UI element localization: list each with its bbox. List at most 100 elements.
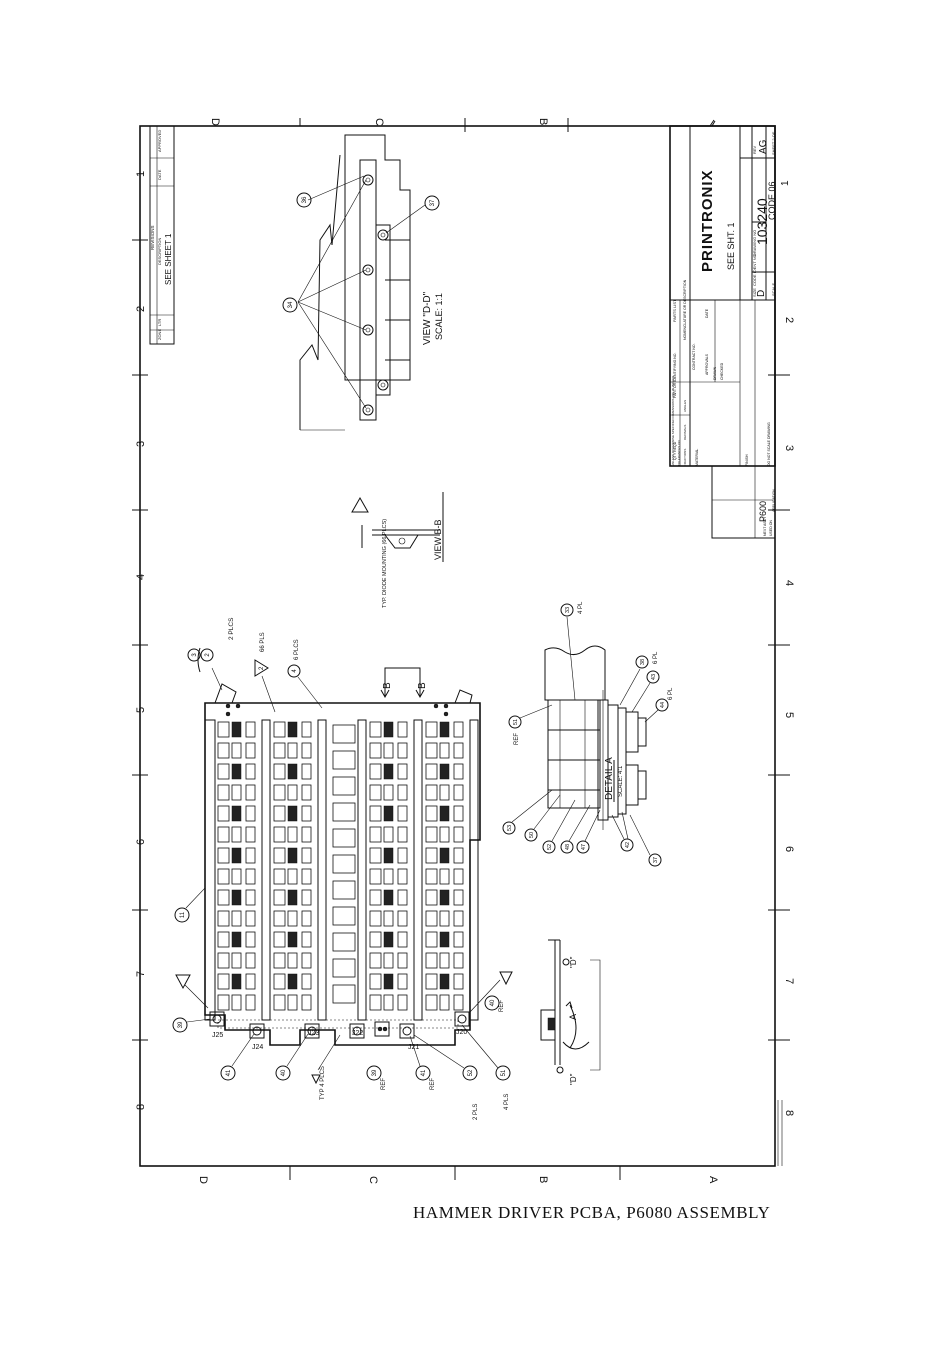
pcb-ic xyxy=(332,828,356,848)
pcb-component xyxy=(217,826,230,843)
pcb-component xyxy=(369,826,382,843)
dwg-no-label: DRAWING NO xyxy=(752,230,757,256)
svg-text:44: 44 xyxy=(660,702,666,708)
balloon-48: 48 xyxy=(560,840,574,854)
pcb-component xyxy=(273,847,286,864)
pcb-component xyxy=(439,763,450,780)
company-logo: PRINTRONIX xyxy=(699,169,716,272)
balloon-50: 50 xyxy=(524,828,538,842)
pcb-component xyxy=(369,994,382,1011)
svg-text:41: 41 xyxy=(226,1069,232,1076)
balloon-34-dd: 34 xyxy=(282,297,298,313)
balloon-41-ref: 41 xyxy=(415,1065,431,1081)
pcb-component xyxy=(383,931,394,948)
pcb-component xyxy=(301,868,312,885)
pcb-component xyxy=(245,805,256,822)
svg-text:48: 48 xyxy=(565,844,571,850)
pcb-component xyxy=(287,889,298,906)
pcb-component xyxy=(287,805,298,822)
pcb-component xyxy=(301,742,312,759)
label-2-plcs: 2 PLCS xyxy=(228,617,235,640)
rev-label: REV xyxy=(752,145,757,154)
svg-text:37: 37 xyxy=(653,857,659,863)
size-value: D xyxy=(756,290,767,297)
zone-left-7: 7 xyxy=(135,971,147,977)
zone-right-3: 3 xyxy=(783,445,795,451)
pcb-component xyxy=(273,805,286,822)
pcb-component xyxy=(273,931,286,948)
pcb-component xyxy=(231,868,242,885)
pcb-component xyxy=(287,763,298,780)
pcb-ic xyxy=(332,750,356,770)
pcb-component xyxy=(425,889,438,906)
zone-bottom-c: C xyxy=(367,1176,379,1184)
pcb-component xyxy=(439,994,450,1011)
connector-j20: J20 xyxy=(454,1011,470,1036)
pcb-component xyxy=(383,973,394,990)
connector-j25: J25 xyxy=(209,1011,225,1039)
pcb-component xyxy=(245,952,256,969)
pcb-component xyxy=(301,847,312,864)
balloon-39-ref: 39 xyxy=(366,1065,382,1081)
qty-reqd-label: QTY REQD xyxy=(673,441,677,460)
svg-text:3: 3 xyxy=(192,653,198,657)
pcb-component xyxy=(231,721,242,738)
balloon-11: 11 xyxy=(174,907,190,923)
balloon-51: 51 xyxy=(495,1065,511,1081)
pcb-component xyxy=(273,868,286,885)
pcb-component xyxy=(369,952,382,969)
svg-text:4: 4 xyxy=(292,669,298,673)
label-6-plcs: 6 PLCS xyxy=(294,639,300,660)
connector-j24: J24 xyxy=(249,1023,265,1051)
material-label: MATERIAL xyxy=(695,449,699,466)
pcb-component xyxy=(287,742,298,759)
rev-col-date: DATE xyxy=(157,169,162,180)
sheet-label: SHEET 2 OF xyxy=(771,131,776,155)
pcb-component xyxy=(425,952,438,969)
pcb-component xyxy=(369,742,382,759)
pcb-component xyxy=(425,763,438,780)
balloon-37-detail: 37 xyxy=(648,853,662,867)
detail-ref-51: REF xyxy=(514,733,520,745)
pcb-ic xyxy=(332,802,356,822)
detail-a-scale: SCALE: 4:1 xyxy=(618,765,624,797)
svg-text:51: 51 xyxy=(513,719,519,725)
pcb-component xyxy=(287,952,298,969)
pcb-component xyxy=(439,868,450,885)
zone-right-4: 4 xyxy=(783,580,795,586)
balloon-52: 52 xyxy=(462,1065,478,1081)
pcb-component xyxy=(273,742,286,759)
pcb-component xyxy=(231,952,242,969)
balloon-33: 33 xyxy=(560,603,574,617)
pcb-component xyxy=(301,931,312,948)
part-no-label: PART OR IDENTIFYING NO. xyxy=(673,352,677,398)
balloon-41-left: 41 xyxy=(220,1065,236,1081)
view-dd: 34 36 37 VIEW "D-D" SCALE: 1:1 xyxy=(282,134,444,431)
pcb-component xyxy=(217,721,230,738)
pcb-component xyxy=(369,721,382,738)
pcb-component xyxy=(231,784,242,801)
pcb-component xyxy=(301,805,312,822)
pcb-component xyxy=(287,910,298,927)
pcb-component xyxy=(397,805,408,822)
label-ref-41: REF xyxy=(430,1078,436,1090)
pcb-component xyxy=(301,994,312,1011)
pcb-component xyxy=(245,742,256,759)
label-ref-40: REF xyxy=(499,1000,505,1012)
svg-text:43: 43 xyxy=(651,674,657,680)
section-b-left: B xyxy=(382,682,393,689)
side-view-a: A "D" "D" xyxy=(540,939,601,1085)
application-label: APPLICATION xyxy=(772,489,776,512)
pcb-component xyxy=(217,742,230,759)
zone-top-d: D xyxy=(209,118,221,126)
pcb-component xyxy=(383,742,394,759)
pcb-component xyxy=(397,931,408,948)
pcb-component xyxy=(439,784,450,801)
pcb-component xyxy=(287,973,298,990)
pcb-component xyxy=(369,868,382,885)
svg-text:34: 34 xyxy=(288,301,294,308)
pcb-component xyxy=(425,826,438,843)
detail-a: 33 4 PL 38 6 PL 43 44 6 PL 51 REF 53 50 … xyxy=(502,601,674,867)
balloon-52-detail: 52 xyxy=(542,840,556,854)
